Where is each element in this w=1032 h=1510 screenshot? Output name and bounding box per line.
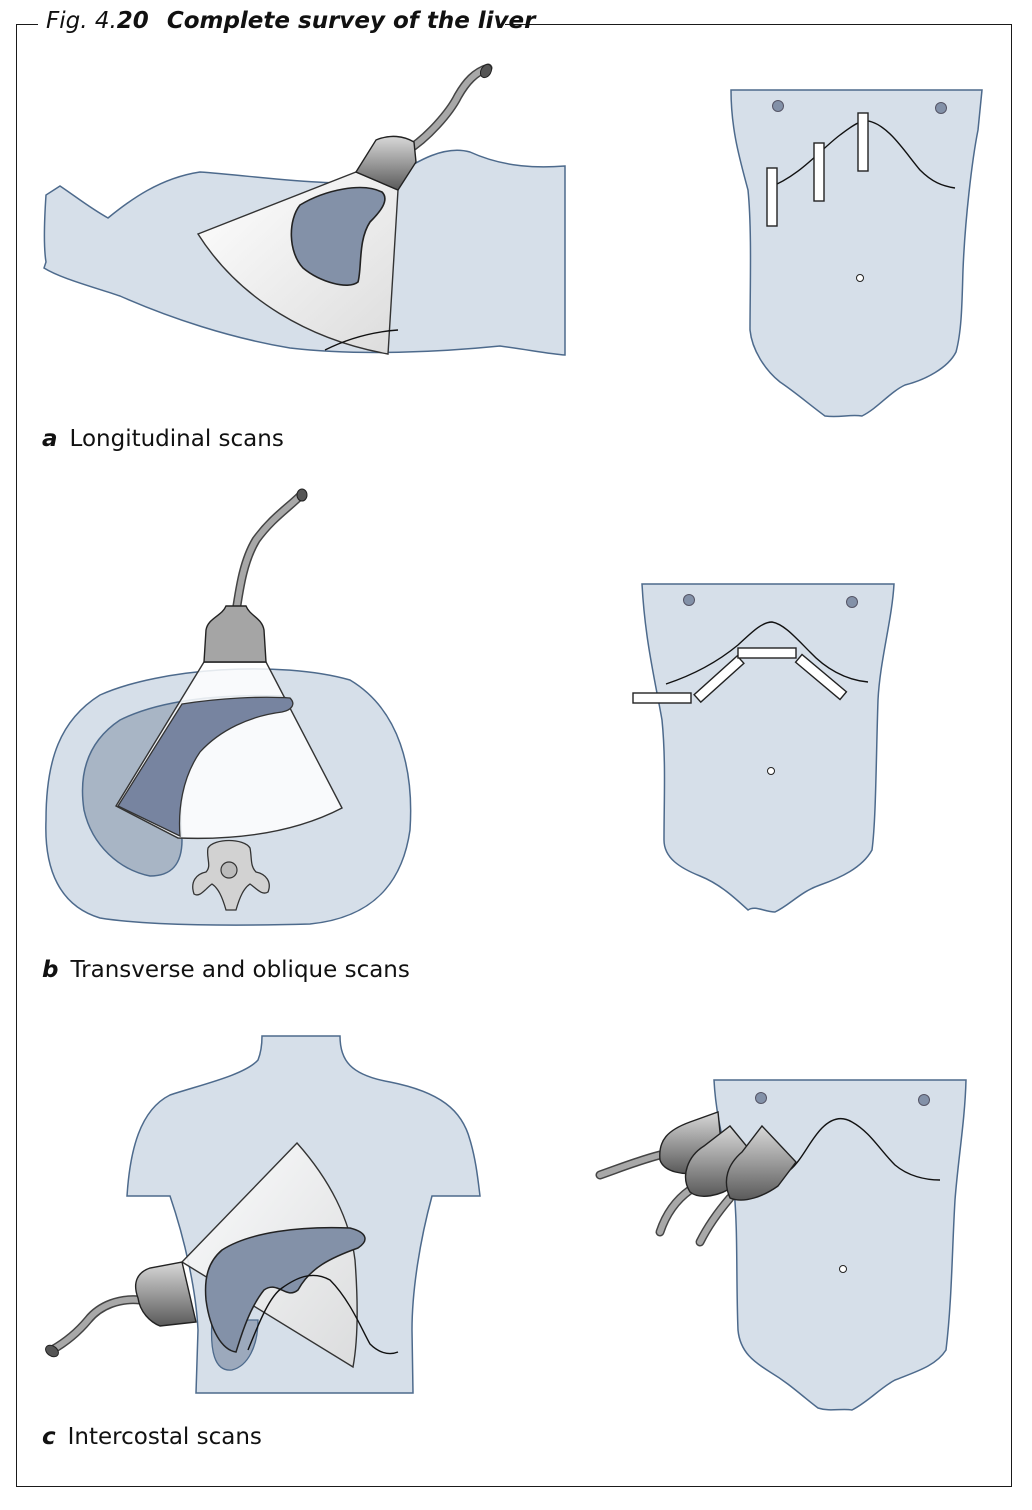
probe-position-oblique-left (693, 654, 745, 704)
torso-front-silhouette (713, 1079, 967, 1411)
transducer-probe-3 (725, 1124, 797, 1201)
figure-label: Fig. 4. (46, 8, 117, 34)
panel-b-text: Transverse and oblique scans (70, 957, 410, 983)
probe-position-oblique-right (794, 653, 848, 701)
abdominal-contour-line (324, 329, 399, 351)
probe-cable-highlight (49, 1296, 143, 1353)
frame-top-right-rule (505, 24, 1012, 25)
nipple-right (918, 1094, 930, 1106)
panel-a-side-view (43, 63, 566, 356)
panel-b-label: b Transverse and oblique scans (42, 957, 410, 983)
liver-longitudinal-section (290, 186, 386, 286)
transducer-probe (134, 1261, 197, 1327)
probe-position-transverse-center (737, 647, 797, 659)
navel (767, 767, 775, 775)
panel-c-letter: c (42, 1424, 56, 1450)
probe-position-3 (857, 112, 869, 172)
probe-cable-highlight (233, 493, 303, 615)
probe-position-2 (813, 142, 825, 202)
torso-front-silhouette (730, 89, 983, 418)
probe-cable (231, 491, 305, 617)
panel-a-letter: a (42, 426, 58, 452)
panel-c-upper-body (45, 1035, 481, 1394)
panel-b-letter: b (42, 957, 59, 983)
panel-a-front-view (730, 89, 983, 418)
panel-b-cross-section (45, 488, 412, 926)
probe-cable-2-highlight (657, 1187, 693, 1235)
probe-position-1 (766, 167, 778, 227)
figure-title: Fig. 4.20 Complete survey of the liver (46, 8, 536, 34)
nipple-left (755, 1092, 767, 1104)
figure-number: 20 (116, 8, 149, 34)
torso-front-silhouette (641, 583, 895, 913)
probe-cable-highlight (402, 65, 491, 155)
probe-cable-end (296, 488, 308, 502)
frame-top-left-rule (16, 24, 38, 25)
panel-c-text: Intercostal scans (67, 1424, 262, 1450)
figure-caption: Complete survey of the liver (166, 8, 536, 34)
panel-b-front-view (632, 583, 895, 913)
costal-arch (789, 1117, 941, 1181)
probe-cable-end (45, 1344, 59, 1358)
navel (839, 1265, 847, 1273)
probe-cable-1-highlight (597, 1152, 663, 1178)
nipple-right (935, 102, 947, 114)
probe-cable-3-highlight (697, 1195, 733, 1245)
liver-intercostal-section (204, 1226, 366, 1353)
transducer-probe (203, 605, 267, 663)
panel-a-text: Longitudinal scans (69, 426, 284, 452)
costal-arch (665, 621, 869, 685)
panel-c-label: c Intercostal scans (42, 1424, 262, 1450)
nipple-right (846, 596, 858, 608)
probe-position-transverse-left (632, 692, 692, 704)
costal-margin-line (247, 1274, 399, 1355)
nipple-left (683, 594, 695, 606)
figure-frame (16, 24, 1012, 1487)
nipple-left (772, 100, 784, 112)
probe-cable-end (479, 63, 493, 79)
spinal-canal (220, 861, 238, 879)
panel-c-front-view (595, 1079, 967, 1411)
liver-overlap-in-beam (117, 696, 294, 838)
navel (856, 274, 864, 282)
transducer-probe (354, 135, 417, 191)
panel-a-label: a Longitudinal scans (42, 426, 284, 452)
